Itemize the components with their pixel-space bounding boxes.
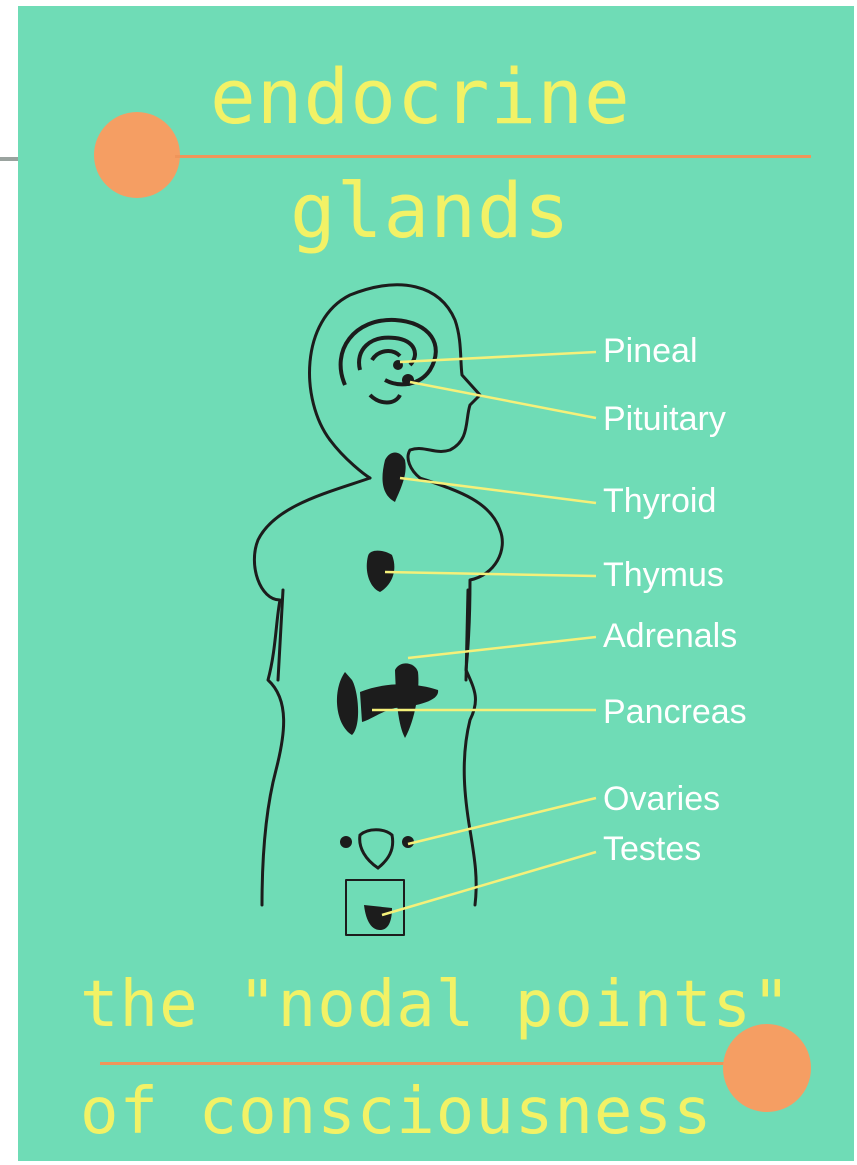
subtitle-line-1: the "nodal points" — [80, 968, 792, 1042]
arm-line-right — [466, 590, 468, 680]
leader-lines — [372, 352, 596, 915]
neck-left — [330, 440, 370, 478]
label-thyroid: Thyroid — [603, 482, 716, 521]
label-pancreas: Pancreas — [603, 693, 747, 732]
leader-thymus — [385, 572, 596, 576]
label-thymus: Thymus — [603, 556, 724, 595]
gland-shapes — [337, 360, 438, 930]
left-adrenal-kidney — [337, 672, 358, 735]
right-adrenal-kidney — [395, 663, 418, 738]
ovaries-uterus — [360, 830, 393, 868]
leader-testes — [382, 852, 596, 915]
pituitary-gland — [402, 374, 414, 386]
head-outline — [310, 285, 480, 478]
leader-ovaries — [408, 798, 596, 844]
label-ovaries: Ovaries — [603, 780, 720, 819]
label-adrenals: Adrenals — [603, 617, 737, 656]
label-pituitary: Pituitary — [603, 400, 726, 439]
left-ovary — [340, 836, 352, 848]
leader-pituitary — [410, 382, 596, 418]
testes-gland — [364, 905, 392, 930]
label-testes: Testes — [603, 830, 701, 869]
subtitle-line-2: of consciousness — [80, 1075, 713, 1149]
label-pineal: Pineal — [603, 332, 698, 371]
bottom-orange-rule — [100, 1062, 760, 1065]
leader-pineal — [400, 352, 596, 362]
leader-thyroid — [400, 478, 596, 503]
leader-adrenals — [408, 637, 596, 658]
